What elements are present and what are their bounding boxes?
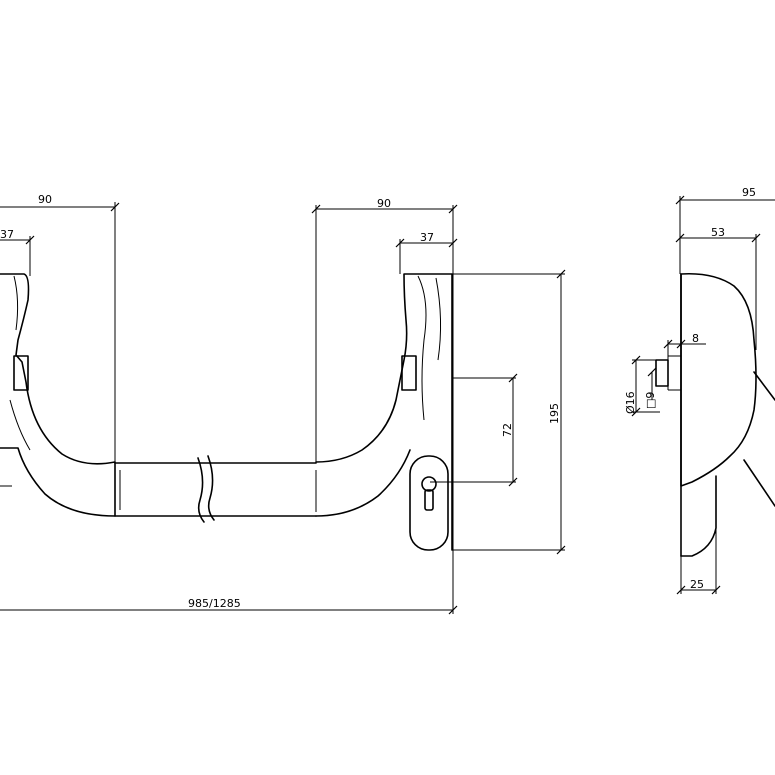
right-handle-width-label: 90 — [377, 197, 391, 210]
right-latch-block — [401, 355, 417, 391]
plate-dimensions: 195 72 — [430, 269, 566, 555]
overall-length-label: 985/1285 — [188, 597, 241, 610]
overall-length-dimension: 985/1285 — [0, 597, 458, 615]
left-latch-block — [13, 355, 29, 391]
spindle-square — [655, 359, 669, 387]
side-plate-thickness-label: 25 — [690, 578, 704, 591]
break-mark-1 — [197, 457, 205, 523]
spindle-square-label: □9 — [644, 392, 657, 409]
plate-height-label: 195 — [548, 403, 561, 424]
side-depth-label: 95 — [742, 186, 756, 199]
left-handle — [0, 273, 116, 517]
spindle-offset-label: 8 — [692, 332, 699, 345]
right-handle-dimensions: 90 37 — [311, 197, 458, 614]
side-view — [655, 272, 775, 557]
side-base-depth-label: 53 — [711, 226, 725, 239]
right-handle — [315, 273, 453, 551]
cylinder-hole — [421, 476, 437, 492]
cylinder-offset-label: 72 — [501, 423, 514, 437]
side-view-dimensions: 95 53 8 Ø16 □9 25 — [624, 186, 775, 595]
spindle-diameter-label: Ø16 — [624, 391, 637, 414]
cylinder-escutcheon — [409, 455, 449, 551]
left-dimensions: 90 37 — [0, 193, 120, 462]
left-handle-inner-label: 37 — [0, 228, 14, 241]
left-handle-width-label: 90 — [38, 193, 52, 206]
right-handle-inner-label: 37 — [420, 231, 434, 244]
break-mark-2 — [207, 455, 215, 521]
cross-bar — [114, 455, 317, 523]
